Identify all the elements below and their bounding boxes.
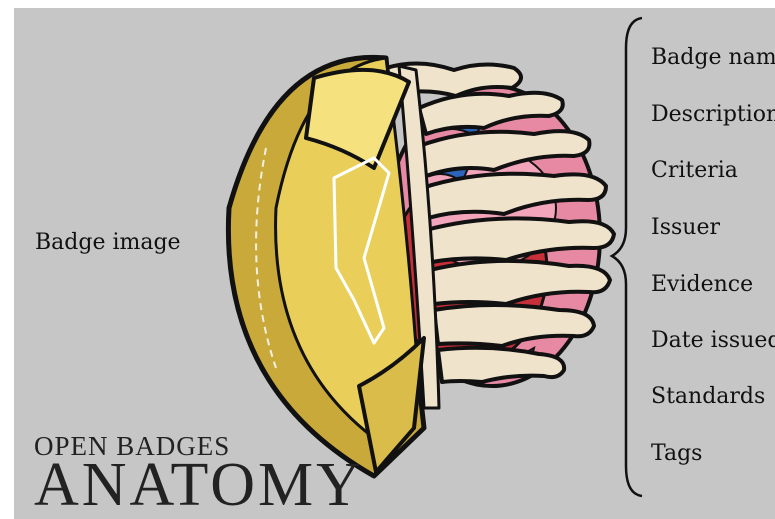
field-tags: Tags <box>651 441 702 466</box>
title-line-2: ANATOMY <box>34 454 364 516</box>
field-badge-name: Badge name <box>651 45 775 70</box>
fields-brace <box>612 18 642 496</box>
badge-half <box>228 57 424 476</box>
field-criteria: Criteria <box>651 158 738 183</box>
diagram-canvas: Badge image Badge name Description Crite… <box>14 8 775 519</box>
field-date-issued: Date issued <box>651 328 775 353</box>
field-description: Description <box>651 102 775 127</box>
field-standards: Standards <box>651 384 765 409</box>
badge-image-label: Badge image <box>35 230 181 255</box>
field-issuer: Issuer <box>651 215 720 240</box>
field-evidence: Evidence <box>651 272 753 297</box>
